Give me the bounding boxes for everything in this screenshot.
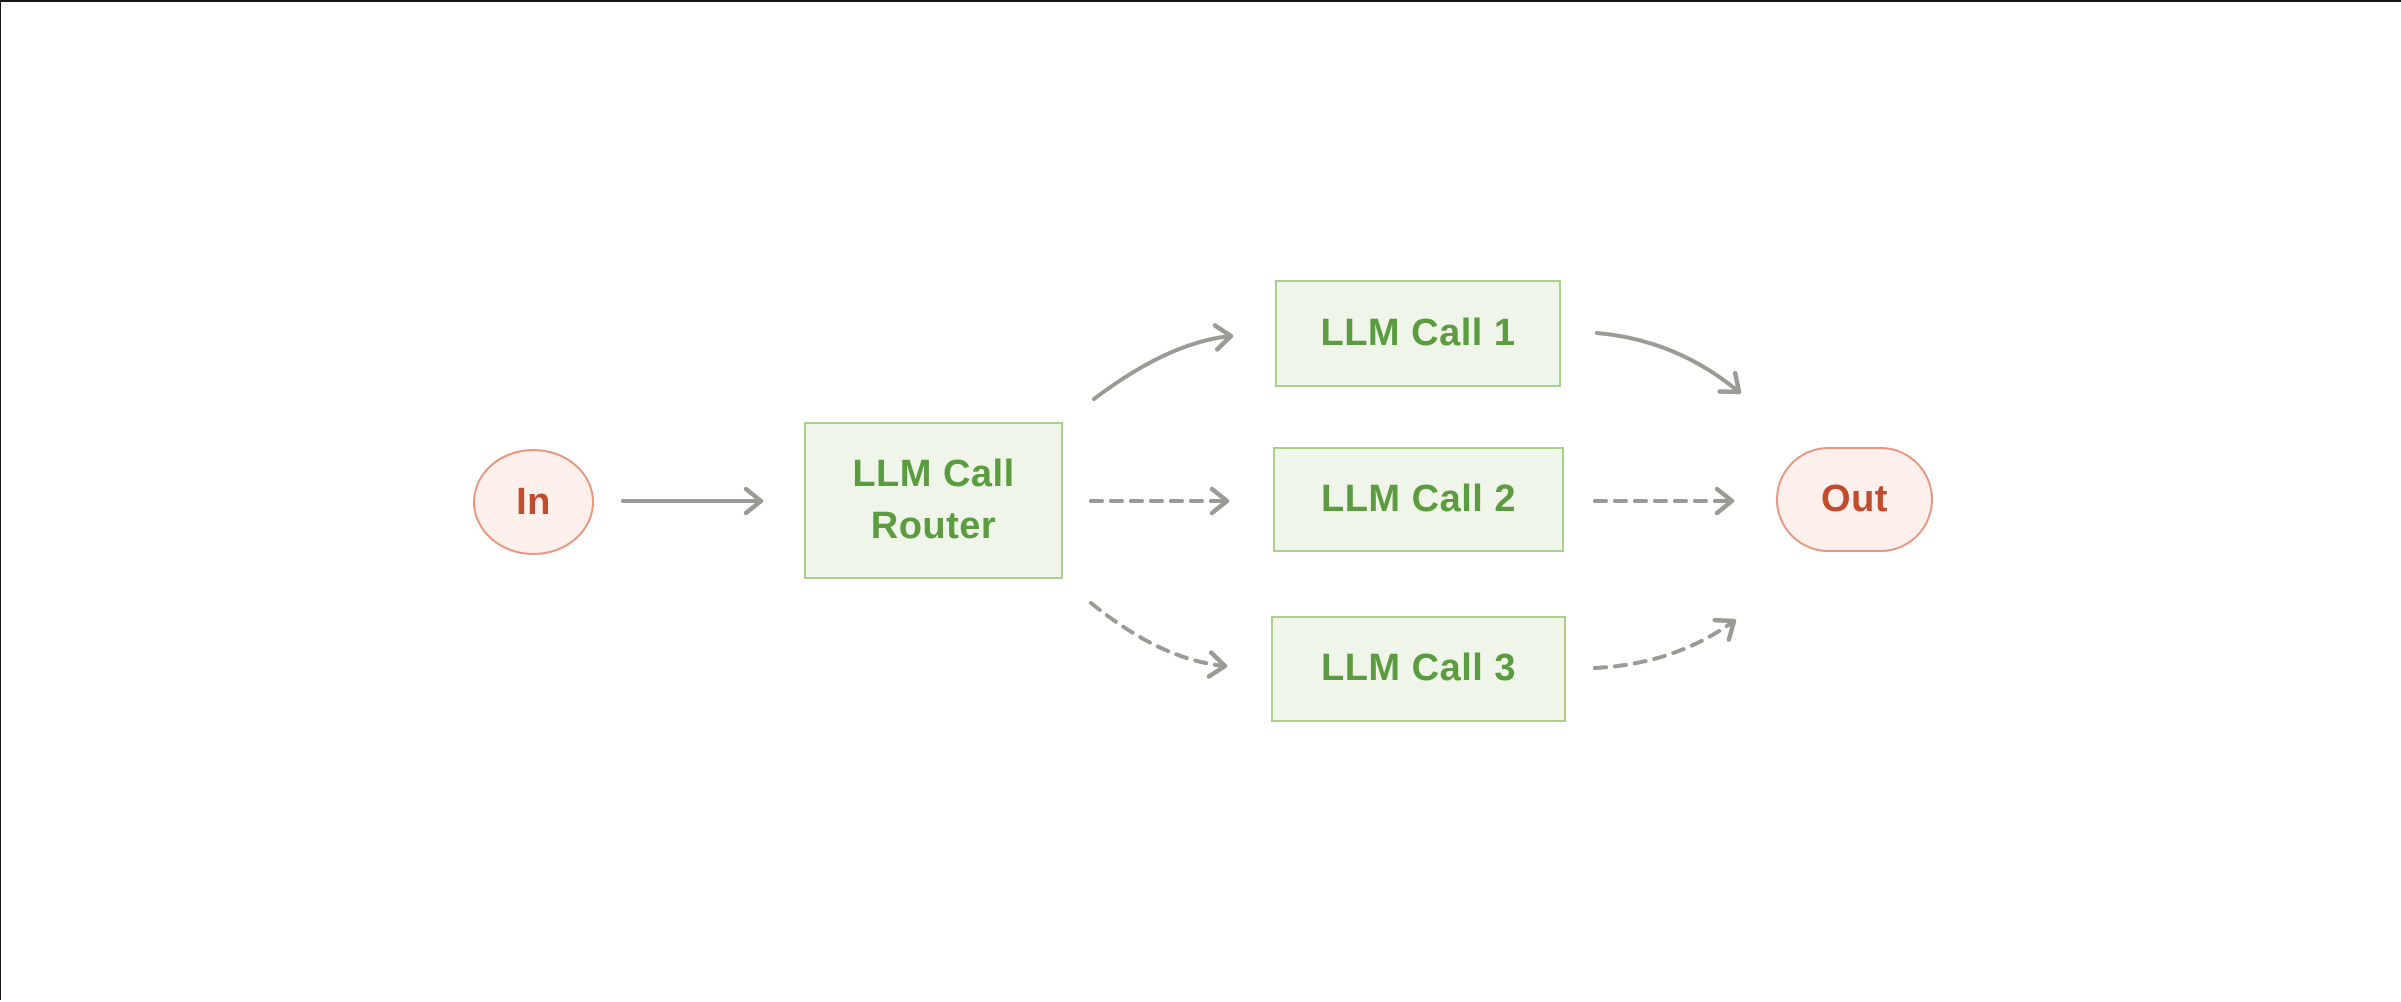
arrow-call1-to-out-icon bbox=[1595, 331, 1742, 395]
node-output-label: Out bbox=[1821, 478, 1888, 520]
node-llm-call-2-label: LLM Call 2 bbox=[1320, 477, 1517, 520]
node-llm-call-1-label: LLM Call 1 bbox=[1320, 311, 1516, 354]
node-llm-call-3-label: LLM Call 3 bbox=[1320, 647, 1517, 690]
arrow-router-to-call3-icon bbox=[1089, 601, 1228, 679]
node-input: In bbox=[473, 449, 594, 555]
arrow-call3-to-out-icon bbox=[1593, 617, 1737, 670]
node-llm-call-router: LLM Call Router bbox=[804, 422, 1063, 579]
node-llm-call-router-label: LLM Call Router bbox=[852, 453, 1015, 547]
arrow-router-to-call1-icon bbox=[1092, 323, 1234, 401]
node-llm-call-1: LLM Call 1 bbox=[1275, 280, 1561, 387]
node-llm-call-3: LLM Call 3 bbox=[1271, 616, 1566, 722]
node-input-label: In bbox=[516, 480, 551, 523]
node-output: Out bbox=[1776, 447, 1933, 552]
node-llm-call-2: LLM Call 2 bbox=[1273, 447, 1564, 552]
